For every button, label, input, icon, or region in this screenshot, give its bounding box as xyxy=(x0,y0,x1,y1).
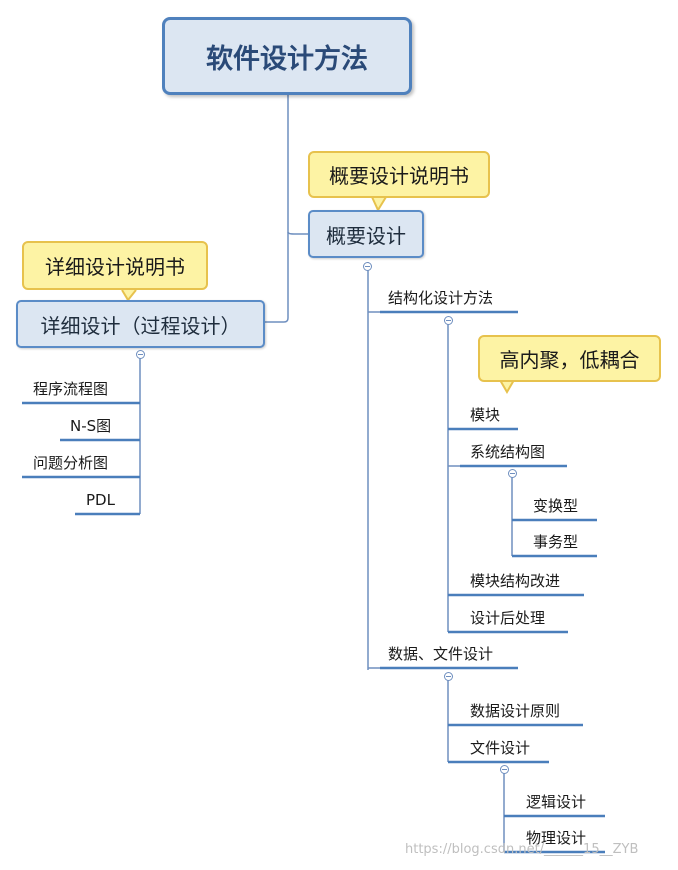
leaf-pdl-label: PDL xyxy=(86,491,115,509)
collapse-toggle-data-file[interactable] xyxy=(444,672,453,681)
leaf-logical-design[interactable]: 逻辑设计 xyxy=(526,792,586,812)
callout-detail-spec: 详细设计说明书 xyxy=(22,241,208,290)
leaf-data-principle[interactable]: 数据设计原则 xyxy=(470,701,560,721)
leaf-transform-type-label: 变换型 xyxy=(533,497,579,515)
node-outline-design-label: 概要设计 xyxy=(326,223,406,248)
leaf-data-principle-label: 数据设计原则 xyxy=(470,702,561,720)
node-system-structure[interactable]: 系统结构图 xyxy=(470,442,545,462)
leaf-module-improve[interactable]: 模块结构改进 xyxy=(470,571,560,591)
node-detail-design[interactable]: 详细设计（过程设计） xyxy=(16,300,265,348)
leaf-post-processing-label: 设计后处理 xyxy=(470,609,546,627)
leaf-post-processing[interactable]: 设计后处理 xyxy=(470,608,545,628)
leaf-logical-design-label: 逻辑设计 xyxy=(526,793,587,811)
node-file-design[interactable]: 文件设计 xyxy=(470,738,530,758)
collapse-toggle-file-design[interactable] xyxy=(500,765,509,774)
leaf-physical-design[interactable]: 物理设计 xyxy=(526,828,586,848)
leaf-module-improve-label: 模块结构改进 xyxy=(470,572,561,590)
leaf-problem-analysis-label: 问题分析图 xyxy=(33,454,109,472)
collapse-toggle-detail[interactable] xyxy=(136,350,145,359)
leaf-transaction-type[interactable]: 事务型 xyxy=(533,532,578,552)
root-node-title[interactable]: 软件设计方法 xyxy=(162,17,412,95)
node-detail-design-label: 详细设计（过程设计） xyxy=(40,313,241,338)
root-title-text: 软件设计方法 xyxy=(206,43,368,75)
leaf-ns-chart-label: N-S图 xyxy=(70,417,112,435)
leaf-module[interactable]: 模块 xyxy=(470,405,500,425)
node-structured-method[interactable]: 结构化设计方法 xyxy=(388,288,493,308)
collapse-toggle-outline[interactable] xyxy=(363,262,372,271)
leaf-transaction-type-label: 事务型 xyxy=(533,533,579,551)
callout-detail-spec-text: 详细设计说明书 xyxy=(45,255,185,279)
collapse-toggle-structured[interactable] xyxy=(444,316,453,325)
leaf-pdl[interactable]: PDL xyxy=(86,490,115,510)
leaf-transform-type[interactable]: 变换型 xyxy=(533,496,578,516)
callout-module-principle: 高内聚，低耦合 xyxy=(478,335,661,382)
leaf-module-label: 模块 xyxy=(470,406,501,424)
collapse-toggle-system-structure[interactable] xyxy=(508,469,517,478)
leaf-flowchart-label: 程序流程图 xyxy=(33,380,109,398)
callout-outline-spec-text: 概要设计说明书 xyxy=(329,164,469,188)
node-data-file-design[interactable]: 数据、文件设计 xyxy=(388,644,493,664)
leaf-ns-chart[interactable]: N-S图 xyxy=(70,416,111,436)
node-system-structure-label: 系统结构图 xyxy=(470,443,546,461)
node-data-file-design-label: 数据、文件设计 xyxy=(388,645,494,663)
node-file-design-label: 文件设计 xyxy=(470,739,531,757)
leaf-physical-design-label: 物理设计 xyxy=(526,829,587,847)
callout-outline-spec: 概要设计说明书 xyxy=(308,151,490,198)
leaf-flowchart[interactable]: 程序流程图 xyxy=(33,379,108,399)
node-structured-method-label: 结构化设计方法 xyxy=(388,289,494,307)
leaf-problem-analysis[interactable]: 问题分析图 xyxy=(33,453,108,473)
callout-module-principle-text: 高内聚，低耦合 xyxy=(499,348,640,372)
watermark-text: https://blog.csdn.net/______15__ZYB xyxy=(405,842,639,857)
node-outline-design[interactable]: 概要设计 xyxy=(308,210,424,258)
